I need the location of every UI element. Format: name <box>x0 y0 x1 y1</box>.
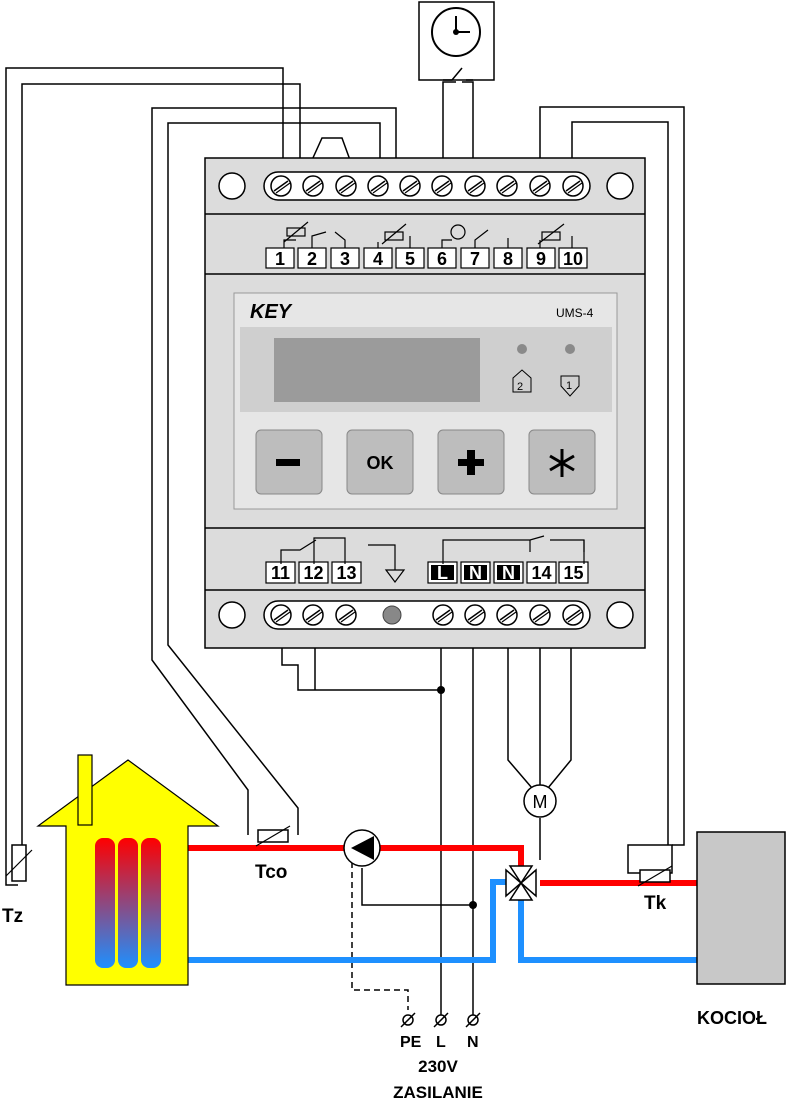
tco-sensor <box>255 825 291 847</box>
terminal-number: 15 <box>563 563 583 583</box>
minus-button[interactable] <box>255 429 323 495</box>
terminal-number: 9 <box>536 249 546 269</box>
terminal-box <box>558 247 588 269</box>
terminal-box <box>526 561 557 584</box>
terminal-number: N <box>502 563 515 583</box>
terminal-number: 3 <box>340 249 350 269</box>
tk-sensor <box>627 844 673 887</box>
terminal-number: 5 <box>405 249 415 269</box>
model-label: UMS-4 <box>556 306 594 320</box>
terminal-box <box>526 247 556 269</box>
mount-hole <box>218 601 246 629</box>
terminal-number: 7 <box>470 249 480 269</box>
terminal-number: 2 <box>307 249 317 269</box>
led-2 <box>517 344 527 354</box>
mount-hole <box>606 601 634 629</box>
terminal-number: N <box>469 563 482 583</box>
motor: M <box>523 784 557 818</box>
indicator-dot <box>382 605 402 625</box>
boiler-label: KOCIOŁ <box>697 1008 767 1028</box>
star-button[interactable] <box>528 429 596 495</box>
house <box>36 754 220 986</box>
terminal-box <box>558 561 589 584</box>
mount-hole <box>218 172 246 200</box>
mount-hole <box>606 172 634 200</box>
tz-label: Tz <box>2 906 23 927</box>
lcd-display <box>274 338 480 402</box>
terminal-number: 12 <box>303 563 323 583</box>
svg-text:2: 2 <box>517 381 523 393</box>
svg-text:OK: OK <box>367 453 394 473</box>
supply-terminals <box>400 1012 481 1028</box>
clock-timer <box>418 1 495 81</box>
terminal-number: L <box>437 563 448 583</box>
terminal-box <box>265 247 295 269</box>
front-panel: KEY UMS-4 2 1 OK <box>233 292 618 510</box>
pe-label: PE <box>400 1034 422 1051</box>
house-2-icon <box>512 369 532 393</box>
n-label: N <box>467 1034 479 1051</box>
svg-text:1: 1 <box>566 380 572 392</box>
terminal-number: 1 <box>275 249 285 269</box>
terminal-box <box>331 561 362 584</box>
sensor-wires <box>5 67 685 886</box>
tz-sensor <box>5 844 33 882</box>
terminal-number: 10 <box>563 249 583 269</box>
terminal-number: 4 <box>373 249 383 269</box>
terminal-number: 14 <box>531 563 551 583</box>
power-wires <box>281 648 572 1015</box>
shield-1-icon <box>560 375 580 397</box>
l-label: L <box>436 1034 446 1051</box>
led-1 <box>565 344 575 354</box>
terminal-number: 8 <box>503 249 513 269</box>
radiator <box>95 838 115 968</box>
terminal-number: 6 <box>437 249 447 269</box>
brand-logo: KEY <box>250 301 293 323</box>
tco-label: Tco <box>255 862 287 883</box>
pipes <box>100 845 697 963</box>
tk-label: Tk <box>644 893 667 914</box>
pump <box>343 829 381 867</box>
supply-label: ZASILANIE <box>393 1083 483 1102</box>
terminal-symbols-bottom <box>280 535 585 583</box>
ok-button[interactable]: OK <box>346 429 414 495</box>
terminal-number: 13 <box>336 563 356 583</box>
terminal-number: 11 <box>271 563 290 583</box>
top-terminal-labels: 1 2 3 4 5 6 7 8 9 10 <box>265 247 588 269</box>
terminal-symbols-top <box>283 221 573 248</box>
mixing-valve <box>505 865 537 901</box>
voltage-label: 230V <box>418 1057 458 1076</box>
plus-button[interactable] <box>437 429 505 495</box>
boiler <box>696 831 786 985</box>
svg-text:M: M <box>533 792 548 812</box>
